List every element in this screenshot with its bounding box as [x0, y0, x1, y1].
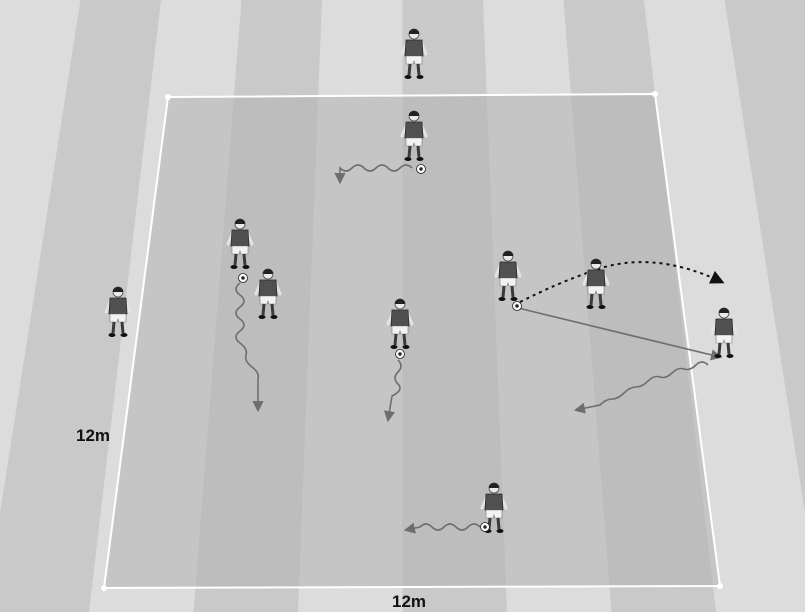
cone-icon	[165, 94, 171, 100]
cone-icon	[717, 583, 723, 589]
cone-icon	[101, 585, 107, 591]
ball-icon	[513, 302, 522, 311]
cone-icon	[652, 91, 658, 97]
ball-icon	[239, 274, 248, 283]
bottom-dimension-label: 12m	[392, 592, 426, 612]
ball-icon	[396, 350, 405, 359]
ball-icon	[481, 523, 490, 532]
side-dimension-label: 12m	[76, 426, 110, 446]
ball-icon	[417, 165, 426, 174]
grid-area	[104, 94, 720, 588]
